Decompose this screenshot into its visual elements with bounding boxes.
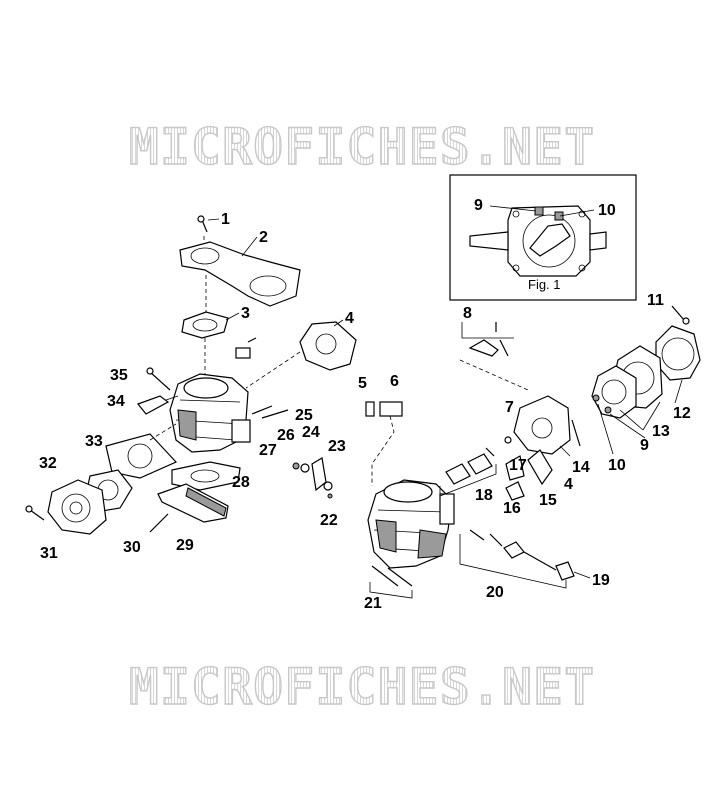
inset-label-9: 9 xyxy=(474,197,483,214)
part-label-23: 23 xyxy=(328,438,346,455)
part-label-4b: 4 xyxy=(564,476,573,493)
part-label-20: 20 xyxy=(486,584,504,601)
part-label-2: 2 xyxy=(259,229,268,246)
part-label-30: 30 xyxy=(123,539,141,556)
inset-label-10: 10 xyxy=(598,202,616,219)
watermark-bottom: MICROFICHES.NET xyxy=(0,657,724,716)
part-label-16: 16 xyxy=(503,500,521,517)
part-label-11: 11 xyxy=(647,292,664,309)
part-label-15: 15 xyxy=(539,492,557,509)
part-label-12: 12 xyxy=(673,405,691,422)
part-label-8: 8 xyxy=(463,305,472,322)
watermark-top: MICROFICHES.NET xyxy=(0,117,724,176)
part-label-33: 33 xyxy=(85,433,103,450)
part-label-4: 4 xyxy=(345,310,354,327)
inset-caption: Fig. 1 xyxy=(528,277,561,292)
part-label-18: 18 xyxy=(475,487,493,504)
part-label-29: 29 xyxy=(176,537,194,554)
part-label-5: 5 xyxy=(358,375,367,392)
part-label-13: 13 xyxy=(652,423,670,440)
part-label-7: 7 xyxy=(505,399,514,416)
part-label-3: 3 xyxy=(241,305,250,322)
part-label-22: 22 xyxy=(320,512,338,529)
part-label-26: 26 xyxy=(277,427,295,444)
part-label-1: 1 xyxy=(221,211,230,228)
part-label-24: 24 xyxy=(302,424,320,441)
part-label-31: 31 xyxy=(40,545,58,562)
part-label-32: 32 xyxy=(39,455,57,472)
part-label-21: 21 xyxy=(364,595,382,612)
part-label-25: 25 xyxy=(295,407,313,424)
part-label-6: 6 xyxy=(390,373,399,390)
part-label-28: 28 xyxy=(232,474,250,491)
part-label-19: 19 xyxy=(592,572,610,589)
inset-figure: 9 10 Fig. 1 xyxy=(449,174,637,301)
part-label-10: 10 xyxy=(608,457,626,474)
part-label-9: 9 xyxy=(640,437,649,454)
part-label-27: 27 xyxy=(259,442,277,459)
part-label-34: 34 xyxy=(107,393,125,410)
part-labels: 1 2 3 4 35 34 33 32 31 30 29 28 27 26 24… xyxy=(39,211,691,612)
leader-lines xyxy=(207,218,683,579)
part-label-17: 17 xyxy=(509,457,527,474)
part-label-35: 35 xyxy=(110,367,128,384)
right-carburetor-assembly xyxy=(365,305,701,599)
part-label-14: 14 xyxy=(572,459,590,476)
left-carburetor-assembly xyxy=(25,215,357,535)
